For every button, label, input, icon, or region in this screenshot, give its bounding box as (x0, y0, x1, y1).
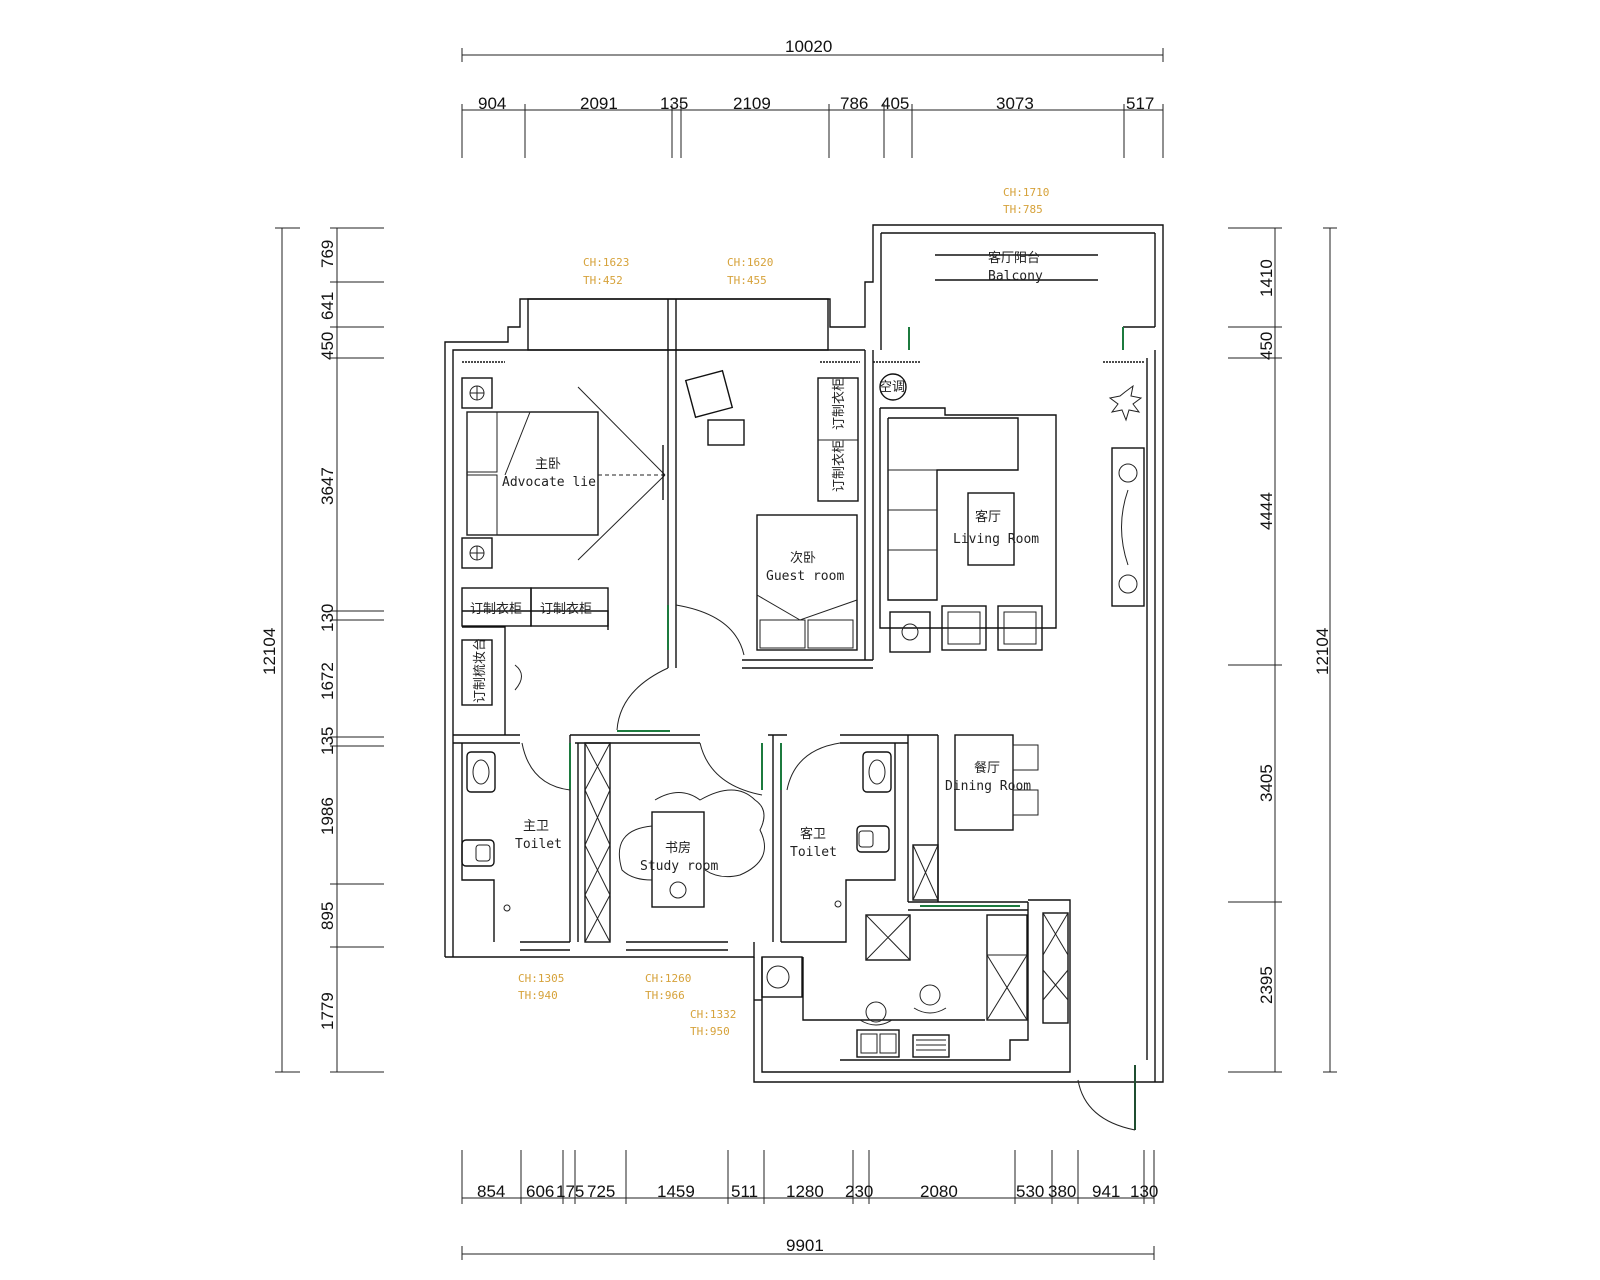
balcony-cn: 客厅阳台 (988, 250, 1040, 266)
left-dim-4: 3647 (318, 467, 337, 505)
study-room-en: Study room (640, 859, 718, 874)
door-jambs (569, 327, 1136, 1130)
toilet1-cn: 主卫 (523, 819, 549, 834)
top-dim-8: 517 (1126, 94, 1154, 113)
toilet-guest: 客卫 Toilet (790, 751, 892, 908)
bottom-dim-6: 511 (731, 1182, 758, 1201)
bottom-dim-9: 2080 (920, 1182, 958, 1201)
window2-th: TH:452 (583, 274, 623, 287)
nightstand-top (461, 377, 493, 409)
bottom-dim-11: 380 (1048, 1182, 1076, 1201)
bottom-dim-12: 941 (1092, 1182, 1120, 1201)
top-dim-7: 3073 (996, 94, 1034, 113)
top-dim-2: 2091 (580, 94, 618, 113)
toilet2-en: Toilet (790, 845, 837, 860)
bottom-dim-8: 230 (845, 1182, 873, 1201)
left-dim-6: 1672 (318, 662, 337, 700)
right-dim-3: 4444 (1257, 492, 1276, 530)
right-dim-1: 1410 (1257, 259, 1276, 297)
master-room-cn: 主卧 (535, 457, 561, 472)
wardrobe-label-1: 订制衣柜 (470, 601, 522, 617)
bottom-dim-2: 606 (526, 1182, 554, 1201)
guest-room-cn: 次卧 (790, 550, 816, 566)
balcony: 客厅阳台 Balcony (988, 250, 1043, 284)
left-dim-7: 135 (318, 727, 337, 755)
toilet1-en: Toilet (515, 837, 562, 852)
bottom-dim-5: 1459 (657, 1182, 695, 1201)
window3-th: TH:455 (727, 274, 767, 287)
right-dim-4: 3405 (1257, 764, 1276, 802)
bottom-dim-7: 1280 (786, 1182, 824, 1201)
window5-ch: CH:1260 (645, 972, 691, 985)
top-dim-1: 904 (478, 94, 506, 113)
living-room-cn: 客厅 (975, 509, 1001, 525)
exterior-walls (444, 224, 1164, 1083)
window3-ch: CH:1620 (727, 256, 773, 269)
bottom-dim-13: 130 (1130, 1182, 1158, 1201)
window1-th: TH:785 (1003, 203, 1043, 216)
top-dim-3: 135 (660, 94, 688, 113)
right-overall-dimension: 12104 (1313, 628, 1332, 675)
window-height-labels: CH:1710 TH:785 CH:1623 TH:452 CH:1620 TH… (518, 186, 1049, 1038)
window4-ch: CH:1305 (518, 972, 564, 985)
window1-ch: CH:1710 (1003, 186, 1049, 199)
left-dim-9: 895 (318, 902, 337, 930)
study-room-cn: 书房 (665, 840, 691, 856)
left-dim-5: 130 (318, 604, 337, 632)
right-dimension-chain: 1410 450 4444 3405 2395 12104 (1228, 227, 1337, 1073)
window4-th: TH:940 (518, 989, 558, 1002)
living-room-en: Living Room (953, 532, 1039, 547)
top-dim-4: 2109 (733, 94, 771, 113)
wardrobe-label-4: 订制衣柜 (831, 440, 847, 492)
left-dim-3: 450 (318, 332, 337, 360)
window5-th: TH:966 (645, 989, 685, 1002)
interior-walls (453, 299, 1029, 1061)
guest-room-en: Guest room (766, 569, 844, 584)
left-overall-dimension: 12104 (260, 628, 279, 675)
right-dim-5: 2395 (1257, 966, 1276, 1004)
left-dim-2: 641 (318, 292, 337, 320)
bottom-dim-1: 854 (477, 1182, 505, 1201)
balcony-en: Balcony (988, 269, 1043, 284)
windows (520, 254, 1098, 1001)
wardrobe-label-2: 订制衣柜 (540, 601, 592, 617)
window6-ch: CH:1332 (690, 1008, 736, 1021)
left-dim-1: 769 (318, 240, 337, 268)
ac-label: 空调 (879, 380, 905, 395)
wardrobe-label-3: 订制衣柜 (831, 378, 847, 430)
bottom-dim-10: 530 (1016, 1182, 1044, 1201)
right-dim-2: 450 (1257, 332, 1276, 360)
window2-ch: CH:1623 (583, 256, 629, 269)
top-overall-dimension: 10020 (785, 37, 832, 56)
left-dim-8: 1986 (318, 797, 337, 835)
top-dimension-chain: 10020 904 2091 135 2109 786 405 3073 517 (461, 37, 1164, 158)
dresser-label: 订制梳妆台 (473, 638, 488, 703)
kitchen (761, 912, 1069, 1058)
window6-th: TH:950 (690, 1025, 730, 1038)
master-room-en: Advocate lie (502, 475, 596, 490)
toilet-master: 主卫 Toilet (461, 751, 562, 912)
dining-room-cn: 餐厅 (974, 760, 1000, 776)
guest-room: 订制衣柜 订制衣柜 次卧 Guest room (684, 361, 860, 651)
left-dim-10: 1779 (318, 992, 337, 1030)
bottom-dim-4: 725 (587, 1182, 615, 1201)
bottom-overall-dimension: 9901 (786, 1236, 824, 1255)
dining-room-en: Dining Room (945, 779, 1031, 794)
top-dim-5: 786 (840, 94, 868, 113)
dining-room: 餐厅 Dining Room (912, 734, 1039, 901)
doors (521, 604, 1136, 1131)
bottom-dimension-chain: 854 606 175 725 1459 511 1280 230 2080 5… (461, 1150, 1158, 1260)
living-room: 空调 客厅 Living Room (873, 361, 1145, 653)
left-dimension-chain: 12104 769 641 450 3647 130 1672 135 1986… (260, 227, 384, 1073)
toilet2-cn: 客卫 (800, 826, 826, 842)
study-room: 书房 Study room (584, 742, 765, 943)
master-bedroom: 主卧 Advocate lie 订制衣柜 订制衣柜 订制梳妆台 (461, 361, 666, 706)
bottom-dim-3: 175 (556, 1182, 584, 1201)
top-dim-6: 405 (881, 94, 909, 113)
